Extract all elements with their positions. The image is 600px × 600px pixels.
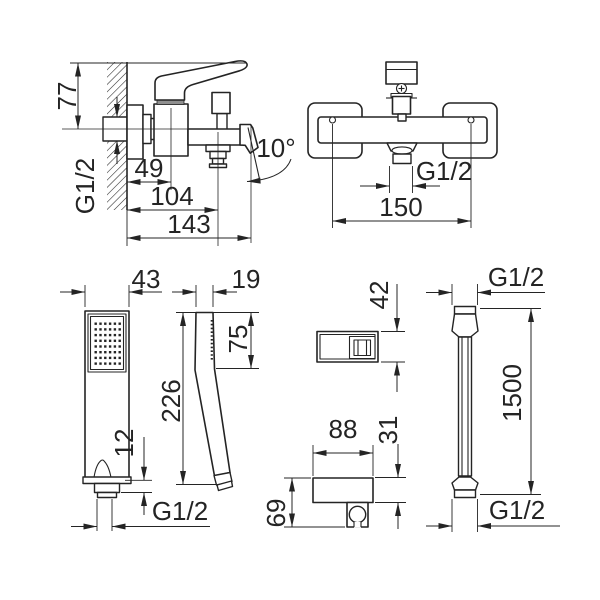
hose-bottom-fitting [451,476,479,499]
dim-label-104: 104 [150,181,193,211]
dimension-42: 42 [364,281,405,392]
dim-label-hose-bottom-thread: G1/2 [489,495,545,525]
inlet-collar [93,482,121,494]
dim-label-88: 88 [329,414,358,444]
dim-label-wall-thread: G1/2 [70,158,100,214]
dimension-104: 104 [127,181,218,213]
diverter-stem [216,112,228,131]
dim-label-31: 31 [373,416,403,445]
dimension-outlet-thread: G1/2 [360,156,472,193]
dimension-19: 19 [172,264,260,307]
dimension-49: 49 [127,153,171,185]
holder-clip-detail [348,335,376,360]
dim-label-75: 75 [223,325,253,354]
center-lines [62,62,252,246]
screw-dot-left [328,116,337,124]
holder-body [312,477,374,504]
dim-label-143: 143 [167,209,210,239]
inlet-tip [96,491,118,499]
lever-handle [154,60,248,101]
dim-label-angle: 10° [256,133,295,163]
outlet-tube [392,153,412,165]
mixer-front-view: G1/2 150 [307,61,498,228]
spout [187,128,243,146]
hose-tube [457,336,473,477]
dimension-31: 31 [373,416,406,529]
dimension-143: 143 [127,209,251,241]
dimension-hose-bottom-thread: G1/2 [426,495,560,532]
wand-end-lip [216,480,234,492]
dimension-wall-thread: G1/2 [70,97,120,214]
dim-label-handshower-thread: G1/2 [152,496,208,526]
spray-nozzle-grid [94,322,123,367]
dimension-43: 43 [60,264,162,307]
screw-dot-right [467,116,475,124]
dim-label-150: 150 [379,192,422,222]
dimension-height-77: 77 [52,63,82,129]
dimension-12: 12 [109,429,152,515]
dimension-150: 150 [332,124,472,228]
dim-label-outlet-thread: G1/2 [416,156,472,186]
dimension-75: 75 [213,312,259,369]
diverter-knob [211,91,231,115]
hose-top-fitting [451,305,479,338]
dim-label-43: 43 [132,264,161,294]
dim-label-1500: 1500 [497,364,527,422]
dim-label-77: 77 [52,82,82,111]
dimension-69: 69 [261,477,345,528]
holder-hook [346,501,369,528]
dimension-88: 88 [312,414,374,476]
dim-label-42: 42 [364,281,394,310]
handshower-side-view: 19 226 75 [156,264,260,492]
dim-label-12: 12 [109,429,139,458]
mixer-side-view: 77 G1/2 49 104 143 10° [52,60,296,246]
dim-label-226: 226 [156,379,186,422]
spout-tip [239,123,259,154]
dim-label-hose-top-thread: G1/2 [488,262,544,292]
dim-label-69: 69 [261,499,291,528]
dim-label-49: 49 [135,153,164,183]
handle-front [385,61,418,95]
dimension-226: 226 [156,312,216,485]
dimension-hose-top-thread: G1/2 [426,262,545,305]
handshower-front-view: 43 12 G1/2 [60,264,210,531]
inlet-cone [92,459,113,482]
holder-top-view: 42 [316,281,405,392]
dim-label-19: 19 [232,264,261,294]
hose-view: G1/2 1500 G1/2 [426,262,560,532]
dimension-1500: 1500 [480,308,541,495]
spout-front [386,142,418,165]
dimension-handshower-thread: G1/2 [71,496,210,531]
escutcheon [126,104,144,160]
holder-front-view: 88 31 69 [261,414,406,529]
bottom-cap [82,476,132,485]
diverter-front [386,92,417,122]
spout-angle-annotation: 10° [246,127,296,184]
